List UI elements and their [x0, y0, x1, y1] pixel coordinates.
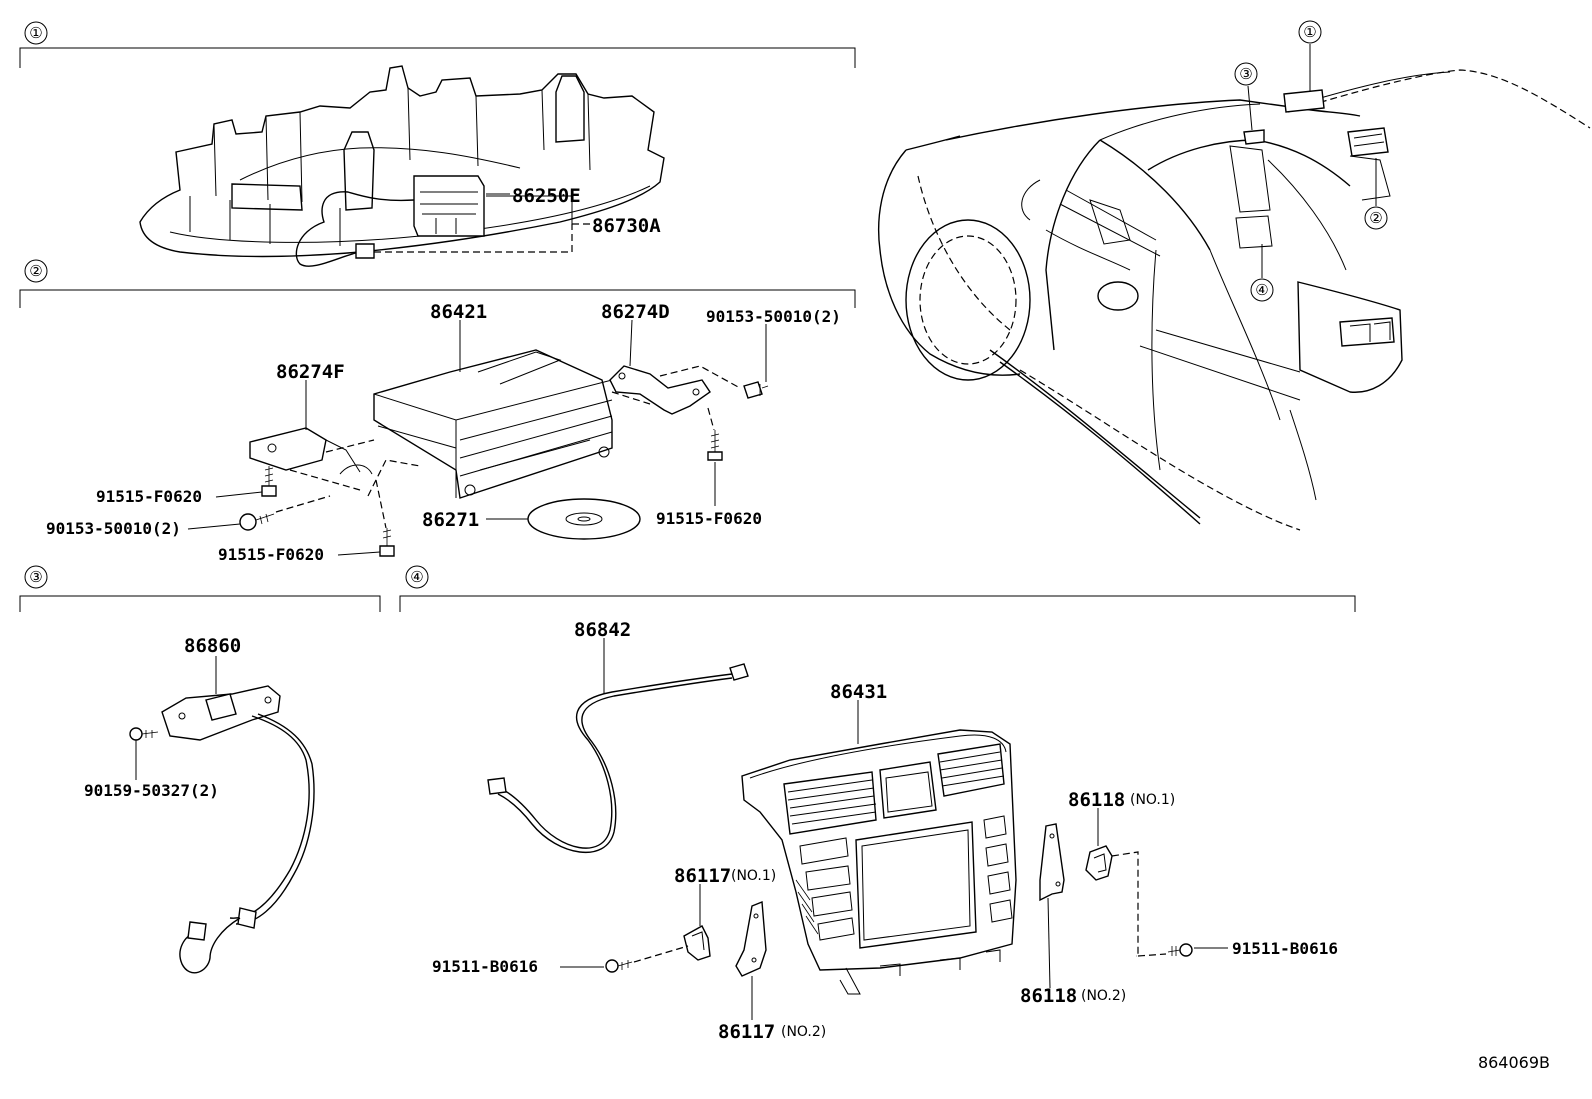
part-86117-no2: 86117	[718, 1021, 775, 1043]
part-86250E: 86250E	[512, 185, 581, 207]
part-86431: 86431	[830, 681, 887, 703]
part-91515-F0620-left2: 91515-F0620	[218, 545, 324, 564]
car-interior-locator-drawing	[877, 44, 1591, 531]
overhead-console-drawing	[139, 65, 665, 267]
part-86860: 86860	[184, 635, 241, 657]
section-4-frame: ④	[399, 565, 1356, 612]
part-86842: 86842	[574, 619, 631, 641]
section-4-badge: ④	[410, 568, 423, 586]
screw-90159	[129, 727, 159, 741]
dvd-changer-drawing	[187, 319, 769, 557]
bolt-90153-top	[743, 381, 769, 399]
antenna-cable-drawing	[487, 638, 749, 854]
microphone-bracket-drawing	[129, 656, 315, 974]
car-callout-1: ①	[1298, 20, 1322, 44]
bolt-90153-left	[239, 513, 275, 531]
bolt-91515-left2	[379, 528, 395, 557]
part-86117-no1-qualifier: (NO.1)	[731, 868, 776, 884]
part-86421: 86421	[430, 301, 487, 323]
part-86274D: 86274D	[601, 301, 670, 323]
screw-91511-left	[560, 945, 689, 973]
part-91515-F0620-right: 91515-F0620	[656, 509, 762, 528]
part-86271: 86271	[422, 509, 479, 531]
car-callout-4: ④	[1250, 278, 1274, 302]
part-86117-no1: 86117	[674, 865, 731, 887]
bracket-86117-no2	[735, 900, 767, 1020]
section-2-badge: ②	[29, 262, 42, 280]
bolt-91515-left1	[261, 466, 277, 497]
car-callout-3: ③	[1234, 62, 1258, 86]
bolt-91515-right	[707, 430, 723, 461]
svg-text:②: ②	[1369, 209, 1382, 227]
section-1-badge: ①	[29, 24, 42, 42]
part-86118-no2: 86118	[1020, 985, 1077, 1007]
part-90159-50327: 90159-50327(2)	[84, 781, 219, 800]
svg-text:④: ④	[1255, 281, 1268, 299]
part-86117-no2-qualifier: (NO.2)	[781, 1024, 826, 1040]
part-86118-no1: 86118	[1068, 789, 1125, 811]
screw-91511-right	[1137, 943, 1228, 957]
car-callout-2: ②	[1364, 206, 1388, 230]
clip-86118-no1	[1085, 808, 1139, 957]
part-91515-F0620-left1: 91515-F0620	[96, 487, 202, 506]
part-90153-50010-left: 90153-50010(2)	[46, 519, 181, 538]
part-86118-no1-qualifier: (NO.1)	[1130, 792, 1175, 808]
part-91511-B0616-right: 91511-B0616	[1232, 939, 1338, 958]
section-3-badge: ③	[29, 568, 42, 586]
clip-86117-no1	[683, 884, 711, 961]
bracket-86118-no2	[1039, 823, 1065, 989]
part-86730A: 86730A	[592, 215, 661, 237]
center-display-panel-drawing	[741, 700, 1017, 995]
svg-text:①: ①	[1303, 23, 1316, 41]
svg-text:③: ③	[1239, 65, 1252, 83]
part-90153-50010-top: 90153-50010(2)	[706, 307, 841, 326]
part-91511-B0616-left: 91511-B0616	[432, 957, 538, 976]
part-86274F: 86274F	[276, 361, 345, 383]
part-86118-no2-qualifier: (NO.2)	[1081, 988, 1126, 1004]
diagram-code: 864069B	[1478, 1053, 1550, 1072]
section-3-frame: ③	[19, 565, 381, 612]
section-2-frame: ②	[19, 259, 856, 308]
section-1-frame: ①	[19, 21, 856, 68]
